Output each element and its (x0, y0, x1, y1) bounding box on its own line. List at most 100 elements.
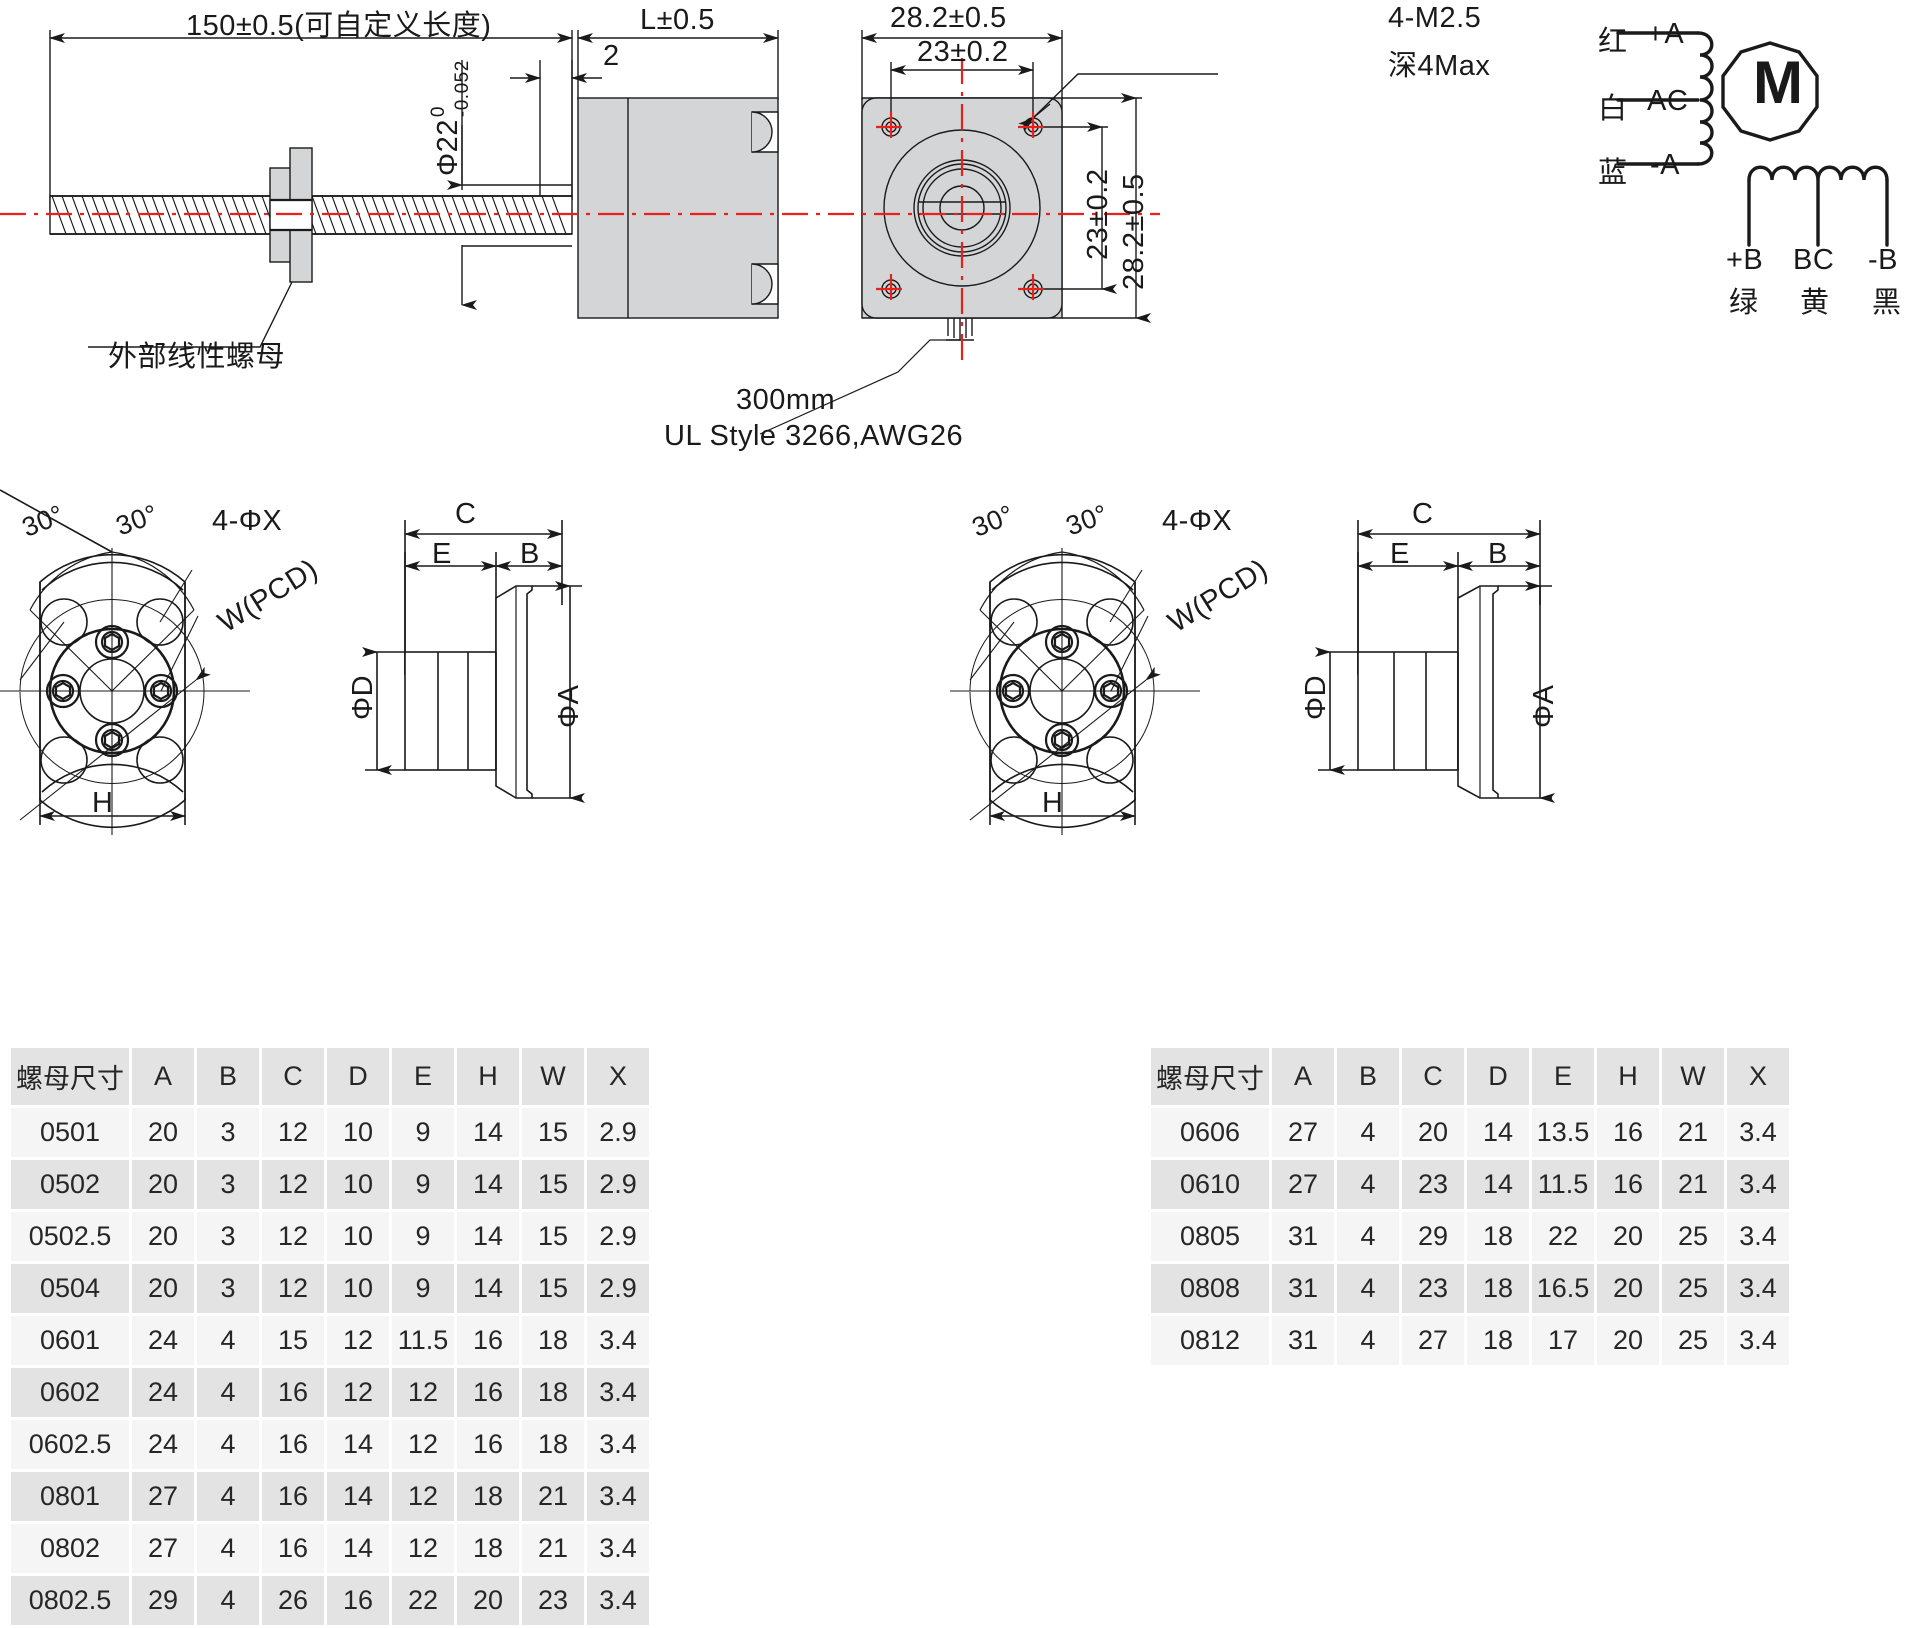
cell-c: 29 (1402, 1212, 1464, 1261)
cell-w: 18 (522, 1316, 584, 1365)
cell-x: 2.9 (587, 1264, 649, 1313)
wiring-diagram (1520, 0, 1928, 270)
cell-c: 12 (262, 1108, 324, 1157)
cell-a: 20 (132, 1108, 194, 1157)
dim-body-height: 28.2±0.5 (1118, 173, 1150, 290)
cell-h: 14 (457, 1108, 519, 1157)
cell-w: 25 (1662, 1264, 1724, 1313)
cell-w: 25 (1662, 1212, 1724, 1261)
cell-b: 4 (197, 1368, 259, 1417)
cell-b: 4 (1337, 1160, 1399, 1209)
cell-a: 27 (1272, 1108, 1334, 1157)
wire-color-yellow: 黄 (1800, 287, 1830, 319)
dim-pilot-diameter: Φ22 (432, 119, 464, 176)
cell-x: 3.4 (587, 1524, 649, 1573)
cell-w: 21 (1662, 1160, 1724, 1209)
cell-d: 14 (327, 1472, 389, 1521)
top-assembly-view (0, 0, 1280, 470)
cell-e: 22 (392, 1576, 454, 1625)
cell-e: 12 (392, 1420, 454, 1469)
cell-a: 24 (132, 1316, 194, 1365)
cell-d: 10 (327, 1212, 389, 1261)
cell-nut-size: 0805 (1151, 1212, 1269, 1261)
cell-w: 25 (1662, 1316, 1724, 1365)
cell-h: 20 (1597, 1264, 1659, 1313)
column-header-b: B (197, 1048, 259, 1105)
dim-screw-length: 150±0.5(可自定义长度) (186, 10, 492, 42)
cell-x: 3.4 (587, 1472, 649, 1521)
hole-callout-left: 4-ΦX (212, 505, 283, 537)
cell-c: 23 (1402, 1264, 1464, 1313)
cell-c: 16 (262, 1420, 324, 1469)
column-header-d: D (327, 1048, 389, 1105)
dim-pilot-tol-upper: 0 (428, 106, 449, 118)
cell-d: 12 (327, 1316, 389, 1365)
cell-d: 10 (327, 1264, 389, 1313)
cell-d: 14 (1467, 1160, 1529, 1209)
cell-h: 18 (457, 1472, 519, 1521)
cell-nut-size: 0802.5 (11, 1576, 129, 1625)
cell-a: 27 (1272, 1160, 1334, 1209)
wire-color-green: 绿 (1729, 287, 1759, 319)
cell-d: 14 (1467, 1108, 1529, 1157)
dim-e-left: E (432, 538, 452, 570)
wire-color-white: 白 (1598, 93, 1628, 125)
dim-shaft-step: 2 (603, 40, 620, 72)
cell-h: 14 (457, 1212, 519, 1261)
cell-c: 16 (262, 1524, 324, 1573)
cell-h: 16 (457, 1316, 519, 1365)
wire-terminal-b-neg: -B (1868, 244, 1898, 276)
wire-color-red: 红 (1598, 26, 1628, 58)
cell-w: 23 (522, 1576, 584, 1625)
cell-b: 3 (197, 1160, 259, 1209)
cell-h: 16 (1597, 1108, 1659, 1157)
cell-c: 12 (262, 1264, 324, 1313)
cell-e: 22 (1532, 1212, 1594, 1261)
cell-h: 16 (457, 1368, 519, 1417)
cell-b: 3 (197, 1264, 259, 1313)
callout-wire-spec: UL Style 3266,AWG26 (664, 420, 964, 452)
cell-a: 20 (132, 1212, 194, 1261)
cell-e: 12 (392, 1472, 454, 1521)
cell-a: 31 (1272, 1212, 1334, 1261)
cell-b: 4 (197, 1420, 259, 1469)
dim-bolt-circle-v: 23±0.2 (1082, 168, 1114, 261)
cell-nut-size: 0802 (11, 1524, 129, 1573)
cell-d: 14 (327, 1524, 389, 1573)
cell-nut-size: 0501 (11, 1108, 129, 1157)
cell-d: 14 (327, 1420, 389, 1469)
dim-phi-d-left: ΦD (347, 674, 379, 720)
cell-x: 3.4 (1727, 1212, 1789, 1261)
cell-b: 4 (197, 1524, 259, 1573)
cell-h: 20 (1597, 1212, 1659, 1261)
cell-a: 20 (132, 1264, 194, 1313)
cell-c: 15 (262, 1316, 324, 1365)
dim-b-left: B (520, 538, 540, 570)
cell-h: 16 (457, 1420, 519, 1469)
cell-x: 3.4 (1727, 1316, 1789, 1365)
column-header-c: C (1402, 1048, 1464, 1105)
cell-nut-size: 0602.5 (11, 1420, 129, 1469)
cell-h: 14 (457, 1160, 519, 1209)
cell-nut-size: 0502.5 (11, 1212, 129, 1261)
column-header-b: B (1337, 1048, 1399, 1105)
cell-d: 12 (327, 1368, 389, 1417)
nut-side-view-right (1290, 490, 1580, 835)
dim-phi-a-left: ΦA (553, 684, 585, 728)
cell-x: 3.4 (587, 1420, 649, 1469)
wire-terminal-b-pos: +B (1726, 244, 1764, 276)
callout-external-linear-nut: 外部线性螺母 (108, 341, 286, 373)
cell-nut-size: 0504 (11, 1264, 129, 1313)
cell-a: 31 (1272, 1264, 1334, 1313)
cell-nut-size: 0601 (11, 1316, 129, 1365)
cell-a: 27 (132, 1472, 194, 1521)
cell-w: 21 (522, 1524, 584, 1573)
